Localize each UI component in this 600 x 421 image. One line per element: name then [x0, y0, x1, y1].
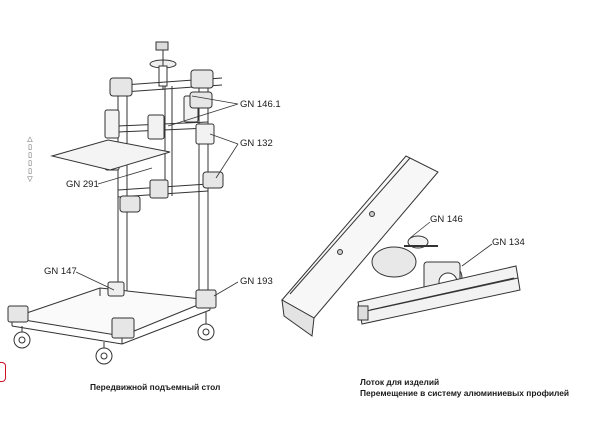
height-adjust-arrows-icon: △▯▯▯▯▽	[27, 136, 33, 183]
product-tray	[281, 155, 521, 337]
label-gn-146-1: GN 146.1	[240, 99, 281, 110]
caption-tray-title: Лоток для изделий	[360, 377, 440, 387]
label-gn-291: GN 291	[66, 179, 99, 190]
lifting-table-frame	[7, 41, 224, 365]
label-gn-132: GN 132	[240, 138, 273, 149]
label-gn-147: GN 147	[44, 266, 77, 277]
leader-lines-left	[75, 95, 239, 297]
label-gn-134: GN 134	[492, 237, 525, 248]
label-gn-146: GN 146	[430, 214, 463, 225]
caption-lifting-table: Передвижной подъемный стол	[90, 382, 221, 392]
label-gn-193: GN 193	[240, 276, 273, 287]
leader-lines-right	[409, 221, 493, 267]
caption-tray-subtitle: Перемещение в систему алюминиевых профил…	[360, 388, 570, 398]
page-edge-marker-icon	[0, 362, 6, 382]
